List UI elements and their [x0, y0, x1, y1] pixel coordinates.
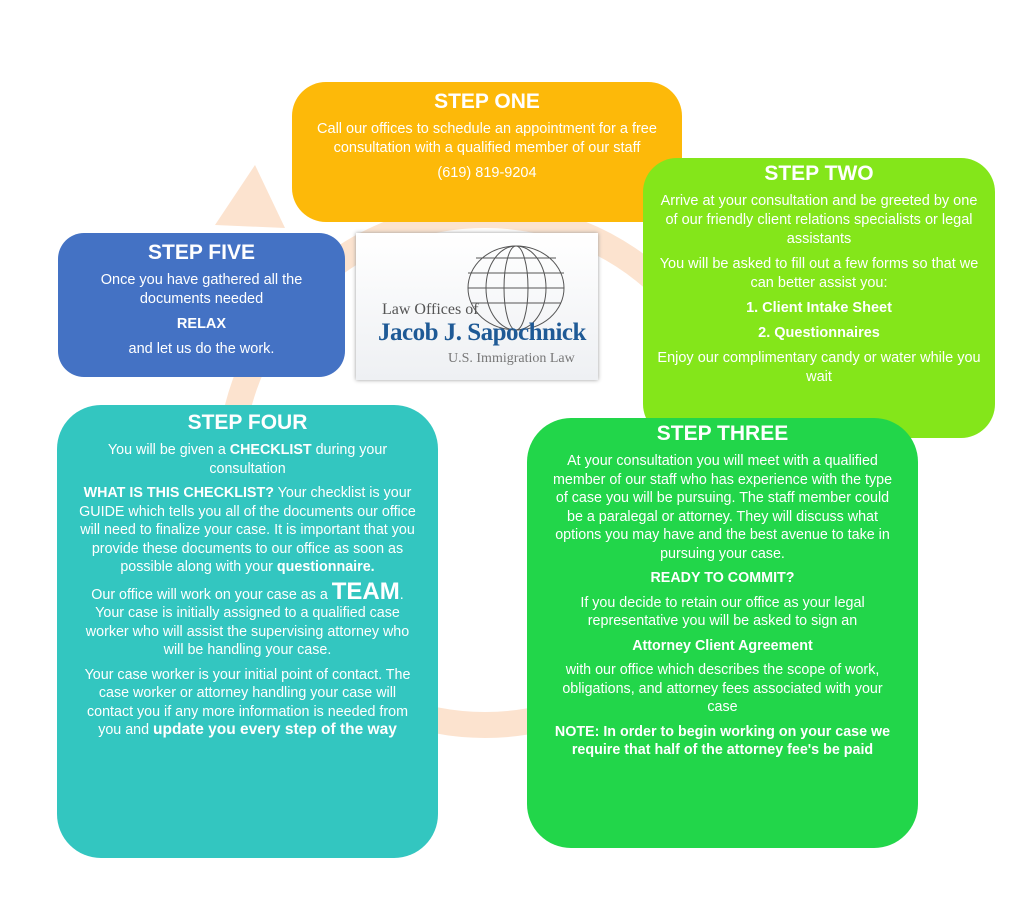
questionnaire-emphasis: questionnaire.	[276, 559, 375, 575]
checklist-emphasis: CHECKLIST	[229, 442, 312, 458]
step-three-card: STEP THREE At your consultation you will…	[527, 418, 918, 848]
agreement-heading: Attorney Client Agreement	[632, 637, 813, 654]
step-one-title: STEP ONE	[434, 90, 540, 113]
step-three-p1: At your consultation you will meet with …	[552, 453, 893, 562]
step-three-p2: If you decide to retain our office as yo…	[580, 594, 865, 630]
ready-to-commit-heading: READY TO COMMIT?	[650, 570, 795, 586]
text: You will be given a	[107, 442, 230, 458]
step-one-text: Call our offices to schedule an appointm…	[317, 121, 657, 156]
form-item: 1. Client Intake Sheet	[746, 300, 892, 316]
step-three-title: STEP THREE	[656, 422, 789, 445]
text: . Your case is initially assigned to a q…	[85, 586, 410, 659]
step-two-title: STEP TWO	[764, 162, 874, 185]
update-emphasis: update you every step of the way	[153, 721, 397, 738]
step-two-note: Enjoy our complimentary candy or water w…	[657, 350, 981, 385]
step-four-p1: You will be given a CHECKLIST during you…	[79, 441, 416, 478]
step-five-card: STEP FIVE Once you have gathered all the…	[58, 233, 345, 377]
logo-line-3: U.S. Immigration Law	[448, 351, 575, 366]
logo-line-1: Law Offices of	[382, 301, 479, 318]
team-emphasis: TEAM	[331, 577, 400, 605]
step-four-p3: Our office will work on your case as a T…	[79, 579, 416, 660]
step-three-p3: with our office which describes the scop…	[562, 662, 883, 715]
form-item: 2. Questionnaires	[758, 325, 880, 341]
text: Our office will work on your case as a	[91, 586, 332, 603]
step-five-title: STEP FIVE	[148, 241, 255, 264]
text: Your case worker is your initial point o…	[84, 666, 411, 739]
step-two-forms-text: You will be asked to fill out a few form…	[659, 256, 979, 291]
step-five-text: Once you have gathered all the documents…	[100, 272, 303, 307]
step-four-p2: WHAT IS THIS CHECKLIST? Your checklist i…	[79, 484, 416, 577]
step-four-p4: Your case worker is your initial point o…	[79, 666, 416, 740]
step-one-card: STEP ONE Call our offices to schedule an…	[292, 82, 682, 222]
law-office-logo: Law Offices of Jacob J. Sapochnick U.S. …	[356, 233, 598, 380]
globe-icon	[467, 245, 565, 331]
phone-number: (619) 819-9204	[437, 165, 537, 181]
checklist-question: WHAT IS THIS CHECKLIST?	[83, 485, 274, 501]
payment-note: NOTE: In order to begin working on your …	[554, 723, 891, 759]
step-five-text-2: and let us do the work.	[128, 341, 275, 357]
step-two-text: Arrive at your consultation and be greet…	[660, 193, 978, 247]
arrow-head-icon	[215, 165, 285, 228]
relax-text: RELAX	[176, 316, 227, 332]
step-four-card: STEP FOUR You will be given a CHECKLIST …	[57, 405, 438, 858]
text: during your consultation	[209, 442, 388, 477]
text: Your checklist is your GUIDE which tells…	[79, 485, 416, 575]
step-two-card: STEP TWO Arrive at your consultation and…	[643, 158, 995, 438]
logo-line-2: Jacob J. Sapochnick	[378, 319, 586, 346]
step-four-title: STEP FOUR	[187, 411, 308, 434]
